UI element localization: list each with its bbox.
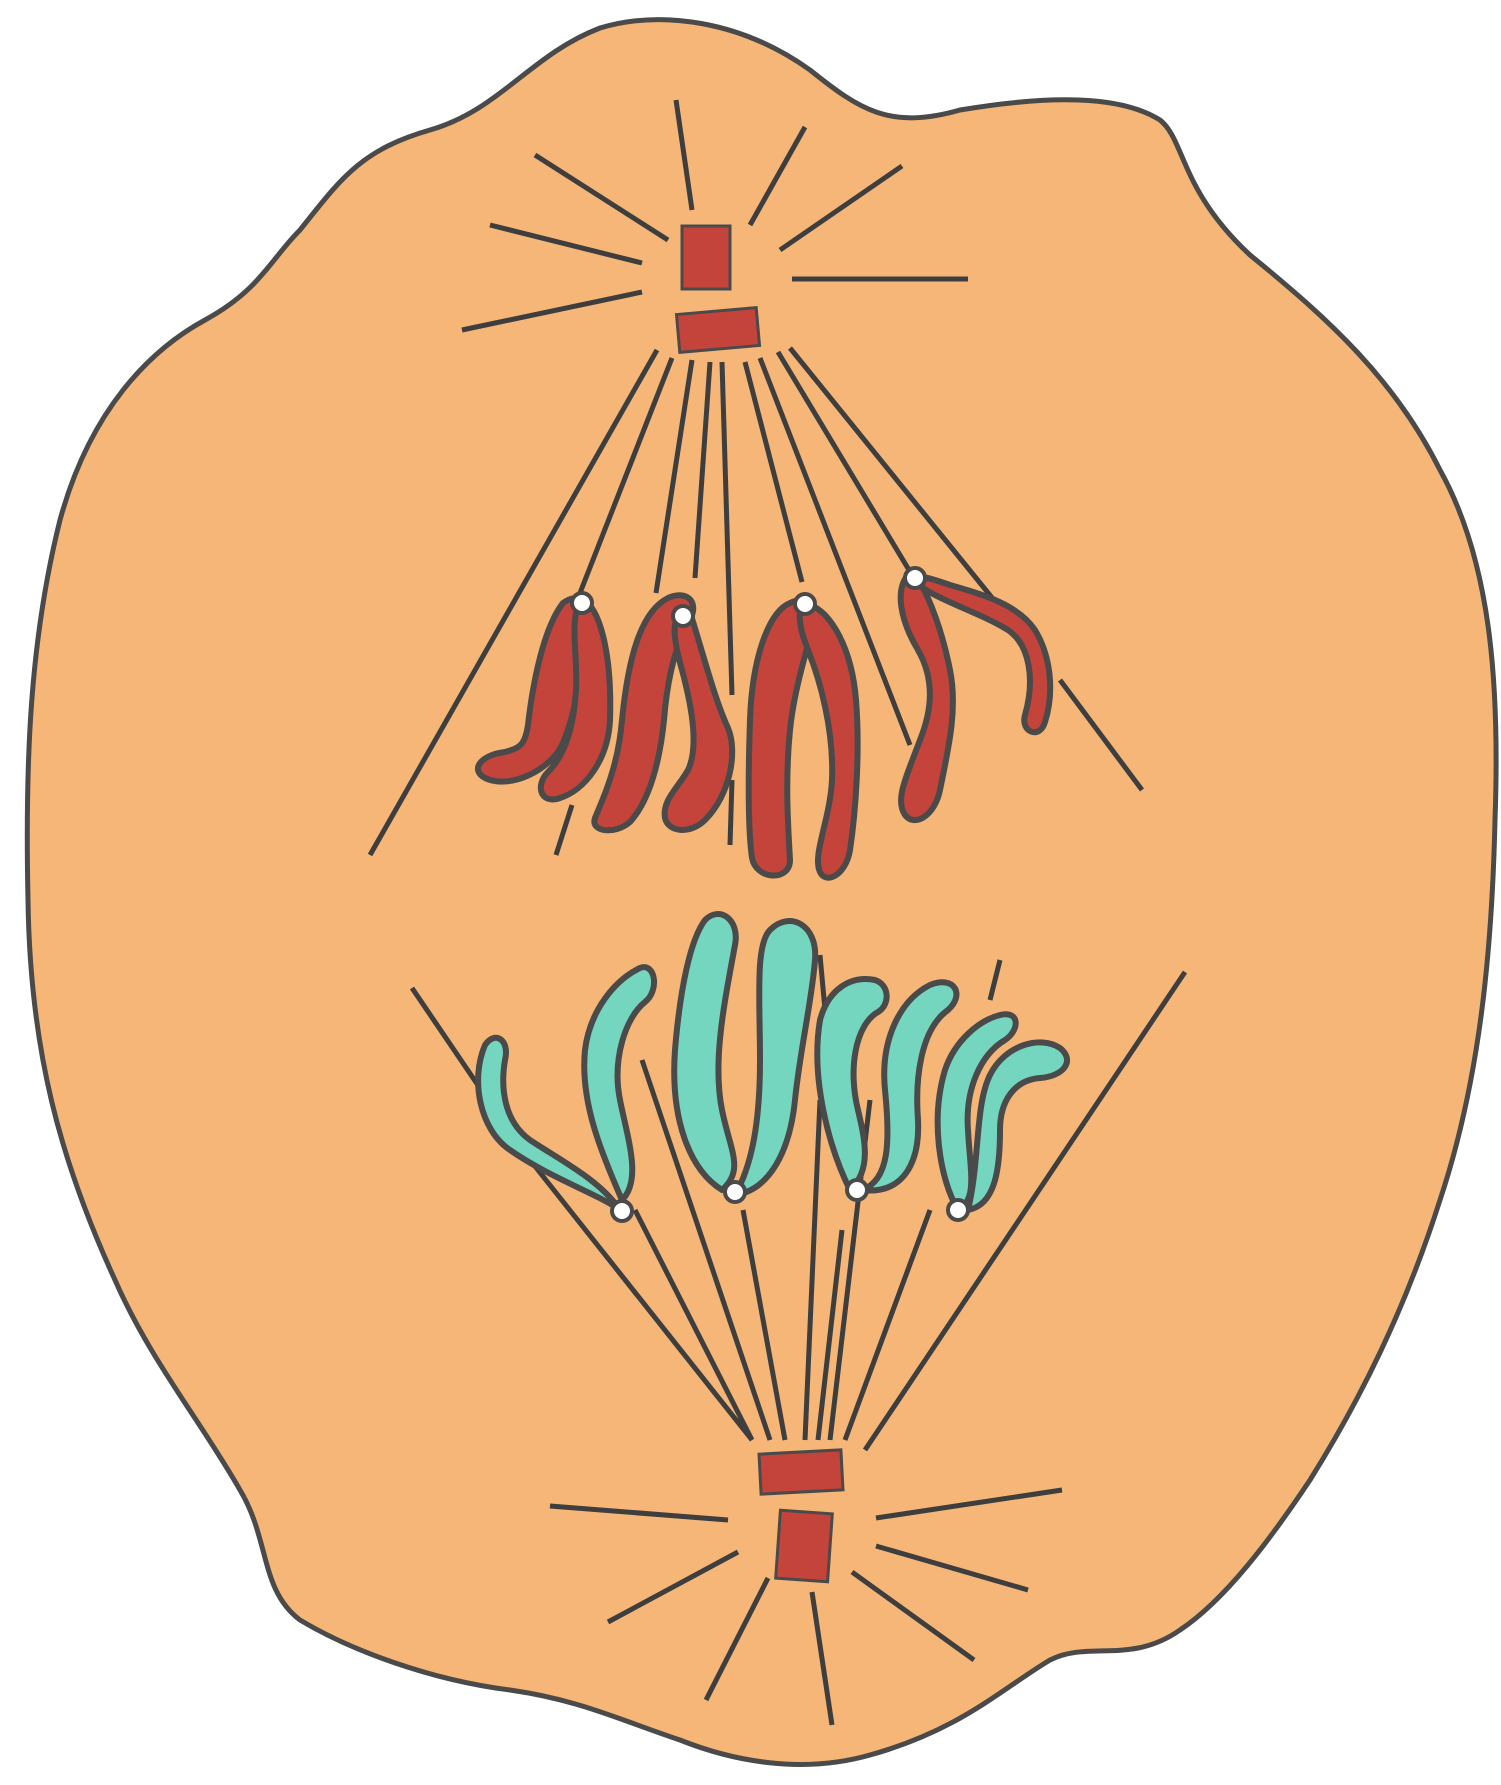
upper-centriole-a: [682, 226, 730, 289]
upper-centriole-b: [676, 308, 759, 353]
centromere: [948, 1200, 968, 1220]
lower-centriole-a: [759, 1450, 843, 1494]
centromere: [725, 1182, 745, 1202]
centromere: [673, 606, 693, 626]
centromere: [847, 1180, 867, 1200]
centromere: [572, 593, 592, 613]
cell-membrane: [27, 20, 1496, 1765]
lower-centriole-b: [776, 1510, 833, 1581]
centromere: [612, 1201, 632, 1221]
centromere: [905, 568, 925, 588]
centromere: [795, 594, 815, 614]
